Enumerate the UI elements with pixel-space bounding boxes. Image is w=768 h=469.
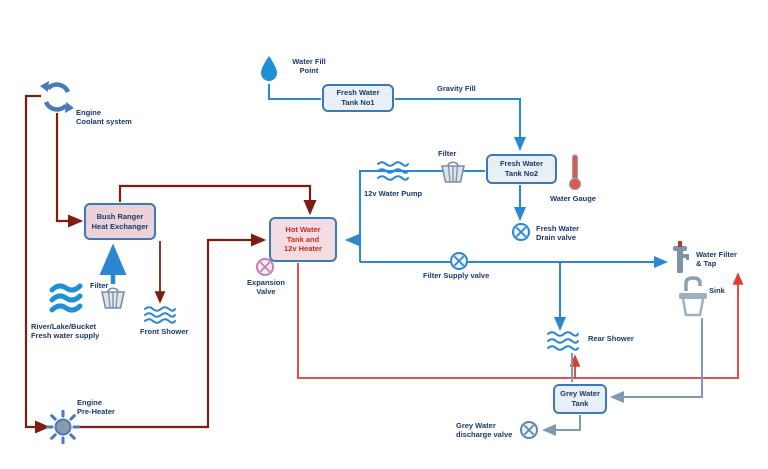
sink-icon [676,275,712,319]
expansion-valve-icon [255,257,275,277]
pipe-exchanger-to-hot-tank [118,184,317,216]
node-heat-exchanger: Bush Ranger Heat Exchanger [84,203,156,240]
rear-shower-waves-icon [546,330,580,356]
node-grey-water-tank: Grey Water Tank [553,384,607,414]
filter-basket-icon-top [440,160,466,184]
pipe-gravity-fill [395,98,526,151]
coolant-cycle-icon [39,79,75,115]
label-expansion-valve: Expansion Valve [247,278,285,297]
label-gravity-fill: Gravity Fill [437,84,476,93]
label-water-fill-point: Water Fill Point [292,57,326,76]
label-front-shower: Front Shower [140,327,189,336]
fresh-drain-valve-icon [511,222,531,242]
label-filter-top: Filter [438,149,457,158]
pipe-coolant-to-exchanger [55,113,84,228]
label-engine-coolant: Engine Coolant system [76,108,132,127]
node-hot-water-tank: Hot Water Tank and 12v Heater [269,217,337,262]
pipe-coolant-to-preheater [24,94,51,434]
pipe-sink-drain [610,318,703,403]
river-water-icon [49,282,83,314]
label-filter-left: Filter [90,281,109,290]
label-water-filter-tap: Water Filter & Tap [696,250,737,269]
label-rear-shower: Rear Shower [588,334,634,343]
label-12v-water-pump: 12v Water Pump [364,189,423,198]
label-sink: Sink [709,286,725,295]
pump-waves-icon [376,160,410,186]
filter-basket-icon-left [100,286,126,310]
label-engine-preheater: Engine Pre-Heater [77,398,115,417]
label-river-supply: River/Lake/Bucket Fresh water supply [31,322,100,341]
label-grey-discharge-valve: Grey Water discharge valve [456,421,513,440]
pipe-hot-manifold [297,263,744,379]
pipe-fill-to-tank1 [268,84,321,100]
water-filter-tap-icon [668,241,692,275]
front-shower-waves-icon [143,305,177,327]
node-fresh-water-tank-2: Fresh Water Tank No2 [486,154,557,184]
label-fresh-drain-valve: Fresh Water Drain valve [536,224,580,243]
water-gauge-thermometer-icon [568,153,582,191]
node-fresh-water-tank-1: Fresh Water Tank No1 [322,84,394,112]
grey-discharge-valve-icon [519,420,539,440]
water-drop-icon [258,55,280,83]
filter-supply-valve-icon [449,251,469,271]
pipe-preheater-to-hot-tank [78,233,267,429]
pipe-grey-discharge [542,415,581,436]
engine-preheater-sun-icon [45,409,81,445]
label-filter-supply-valve: Filter Supply valve [423,271,490,280]
label-water-gauge: Water Gauge [550,194,596,203]
